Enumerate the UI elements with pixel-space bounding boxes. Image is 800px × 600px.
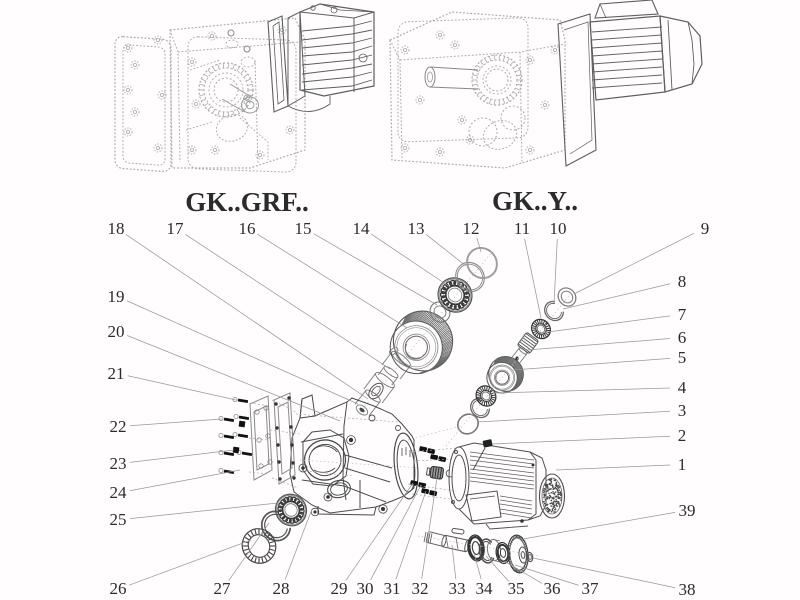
svg-text:14: 14 bbox=[353, 219, 371, 238]
svg-text:5: 5 bbox=[678, 348, 687, 367]
svg-text:9: 9 bbox=[701, 219, 710, 238]
svg-text:30: 30 bbox=[357, 579, 374, 598]
svg-text:GK..Y..: GK..Y.. bbox=[492, 186, 578, 216]
svg-text:23: 23 bbox=[110, 454, 127, 473]
svg-text:12: 12 bbox=[463, 219, 480, 238]
svg-text:34: 34 bbox=[476, 579, 494, 598]
svg-text:24: 24 bbox=[110, 483, 128, 502]
svg-text:18: 18 bbox=[108, 219, 125, 238]
svg-text:1: 1 bbox=[678, 455, 687, 474]
svg-text:10: 10 bbox=[550, 219, 567, 238]
svg-text:8: 8 bbox=[678, 272, 687, 291]
svg-text:39: 39 bbox=[679, 501, 696, 520]
svg-text:37: 37 bbox=[582, 579, 600, 598]
svg-text:20: 20 bbox=[108, 322, 125, 341]
svg-text:25: 25 bbox=[110, 510, 127, 529]
svg-text:32: 32 bbox=[412, 579, 429, 598]
svg-text:2: 2 bbox=[678, 426, 687, 445]
svg-text:19: 19 bbox=[108, 287, 125, 306]
svg-text:17: 17 bbox=[167, 219, 185, 238]
svg-text:35: 35 bbox=[508, 579, 525, 598]
svg-text:22: 22 bbox=[110, 417, 127, 436]
svg-text:15: 15 bbox=[295, 219, 312, 238]
svg-text:21: 21 bbox=[108, 364, 125, 383]
svg-text:7: 7 bbox=[678, 305, 687, 324]
svg-text:26: 26 bbox=[110, 579, 127, 598]
svg-text:28: 28 bbox=[273, 579, 290, 598]
svg-text:27: 27 bbox=[214, 579, 232, 598]
svg-text:13: 13 bbox=[408, 219, 425, 238]
svg-text:31: 31 bbox=[384, 579, 401, 598]
svg-text:3: 3 bbox=[678, 401, 687, 420]
svg-text:33: 33 bbox=[449, 579, 466, 598]
svg-text:4: 4 bbox=[678, 378, 687, 397]
svg-text:11: 11 bbox=[514, 219, 530, 238]
svg-text:36: 36 bbox=[544, 579, 561, 598]
svg-text:29: 29 bbox=[331, 579, 348, 598]
svg-text:GK..GRF..: GK..GRF.. bbox=[185, 187, 309, 217]
svg-text:6: 6 bbox=[678, 328, 687, 347]
svg-text:16: 16 bbox=[239, 219, 256, 238]
svg-text:38: 38 bbox=[679, 580, 696, 599]
